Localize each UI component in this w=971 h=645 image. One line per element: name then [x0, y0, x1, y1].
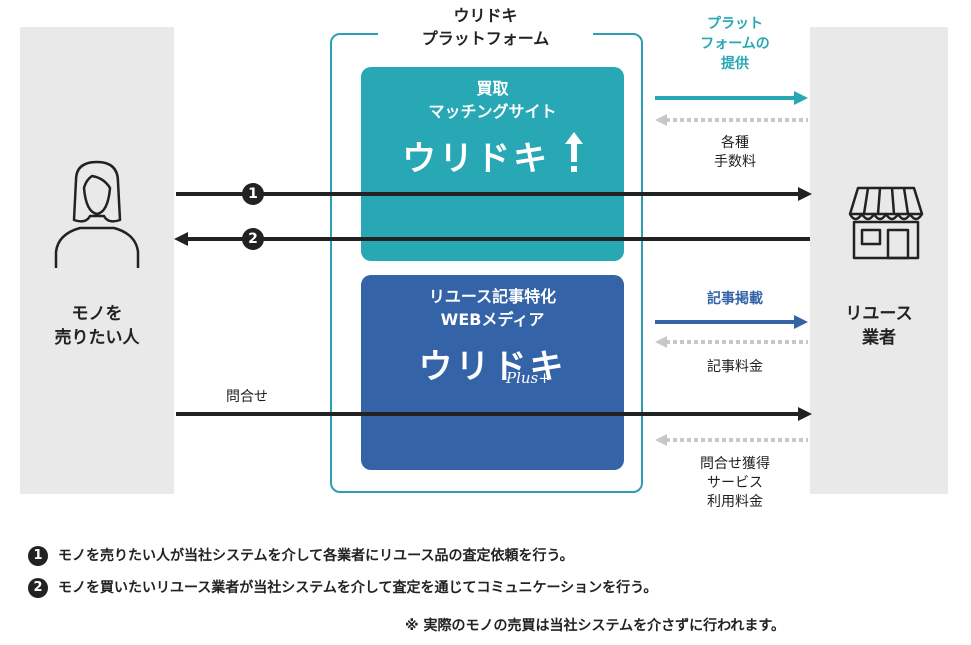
provide-label-line3: 提供: [721, 56, 749, 72]
fees-dashed-arrow-head: [655, 114, 667, 126]
platform-title: ウリドキ プラットフォーム: [378, 4, 593, 50]
web-media-line1: リユース記事特化: [428, 287, 557, 306]
matching-site-line2: マッチングサイト: [428, 102, 557, 121]
provide-arrow-head: [794, 91, 808, 105]
web-media-line2: WEBメディア: [440, 310, 545, 329]
arrow-2-head: [174, 232, 188, 246]
inquiry-fee-dashed-arrow-head: [655, 434, 667, 446]
seller-panel: [20, 27, 174, 494]
uridoki-plus-logo-text: ウリドキ: [418, 347, 567, 387]
uridoki-plus-logo: ウリドキ Plus+: [361, 339, 624, 388]
arrow-1-head: [798, 187, 812, 201]
inquiry-service-line2: サービス: [707, 475, 763, 491]
fees-label: 各種 手数料: [680, 134, 790, 172]
exclamation-arrow-icon: [564, 132, 583, 172]
person-icon: [54, 160, 140, 268]
article-fee-dashed-arrow-head: [655, 336, 667, 348]
dealer-label-line2: 業者: [862, 328, 896, 348]
shop-icon: [848, 186, 924, 260]
web-media-title: リユース記事特化 WEBメディア: [361, 285, 624, 331]
note-2-marker: 2: [28, 578, 48, 598]
dealer-label-line1: リユース: [845, 304, 913, 324]
article-fee-label: 記事料金: [707, 359, 763, 375]
matching-site-title: 買取 マッチングサイト: [361, 77, 624, 123]
dealer-panel: [810, 27, 948, 494]
article-arrow-head: [794, 315, 808, 329]
web-media-card: リユース記事特化 WEBメディア ウリドキ Plus+: [361, 275, 624, 470]
seller-label-line1: モノを: [71, 304, 123, 324]
step-1-marker: 1: [242, 183, 264, 205]
fees-label-line1: 各種: [721, 135, 749, 151]
seller-label-line2: 売りたい人: [54, 328, 140, 348]
provide-label-line2: フォームの: [700, 36, 770, 52]
inquiry-service-line3: 利用料金: [707, 494, 763, 510]
inquiry-label: 問合せ: [226, 389, 268, 405]
matching-site-card: 買取 マッチングサイト ウリドキ: [361, 67, 624, 261]
provide-label-line1: プラット: [707, 16, 763, 32]
note-3: ※ 実際のモノの売買は当社システムを介さずに行われます。: [405, 618, 785, 634]
platform-title-line2: プラットフォーム: [421, 29, 550, 48]
uridoki-logo-text: ウリドキ: [402, 139, 551, 179]
inquiry-service-line1: 問合せ獲得: [700, 456, 770, 472]
seller-label: モノを 売りたい人: [30, 302, 164, 350]
note-1: モノを売りたい人が当社システムを介して各業者にリユース品の査定依頼を行う。: [58, 548, 574, 564]
provide-label: プラット フォームの 提供: [680, 14, 790, 74]
plus-script: Plus+: [506, 369, 551, 387]
inquiry-arrow-head: [798, 407, 812, 421]
note-1-marker: 1: [28, 546, 48, 566]
dealer-label: リユース 業者: [815, 302, 943, 350]
matching-site-line1: 買取: [476, 79, 509, 98]
step-2-marker: 2: [242, 228, 264, 250]
inquiry-service-label: 問合せ獲得 サービス 利用料金: [670, 455, 800, 512]
note-2: モノを買いたいリユース業者が当社システムを介して査定を通じてコミュニケーションを…: [58, 580, 658, 596]
platform-title-line1: ウリドキ: [453, 6, 518, 25]
uridoki-logo: ウリドキ: [361, 131, 624, 180]
article-label: 記事掲載: [707, 291, 763, 307]
fees-label-line2: 手数料: [714, 154, 756, 170]
